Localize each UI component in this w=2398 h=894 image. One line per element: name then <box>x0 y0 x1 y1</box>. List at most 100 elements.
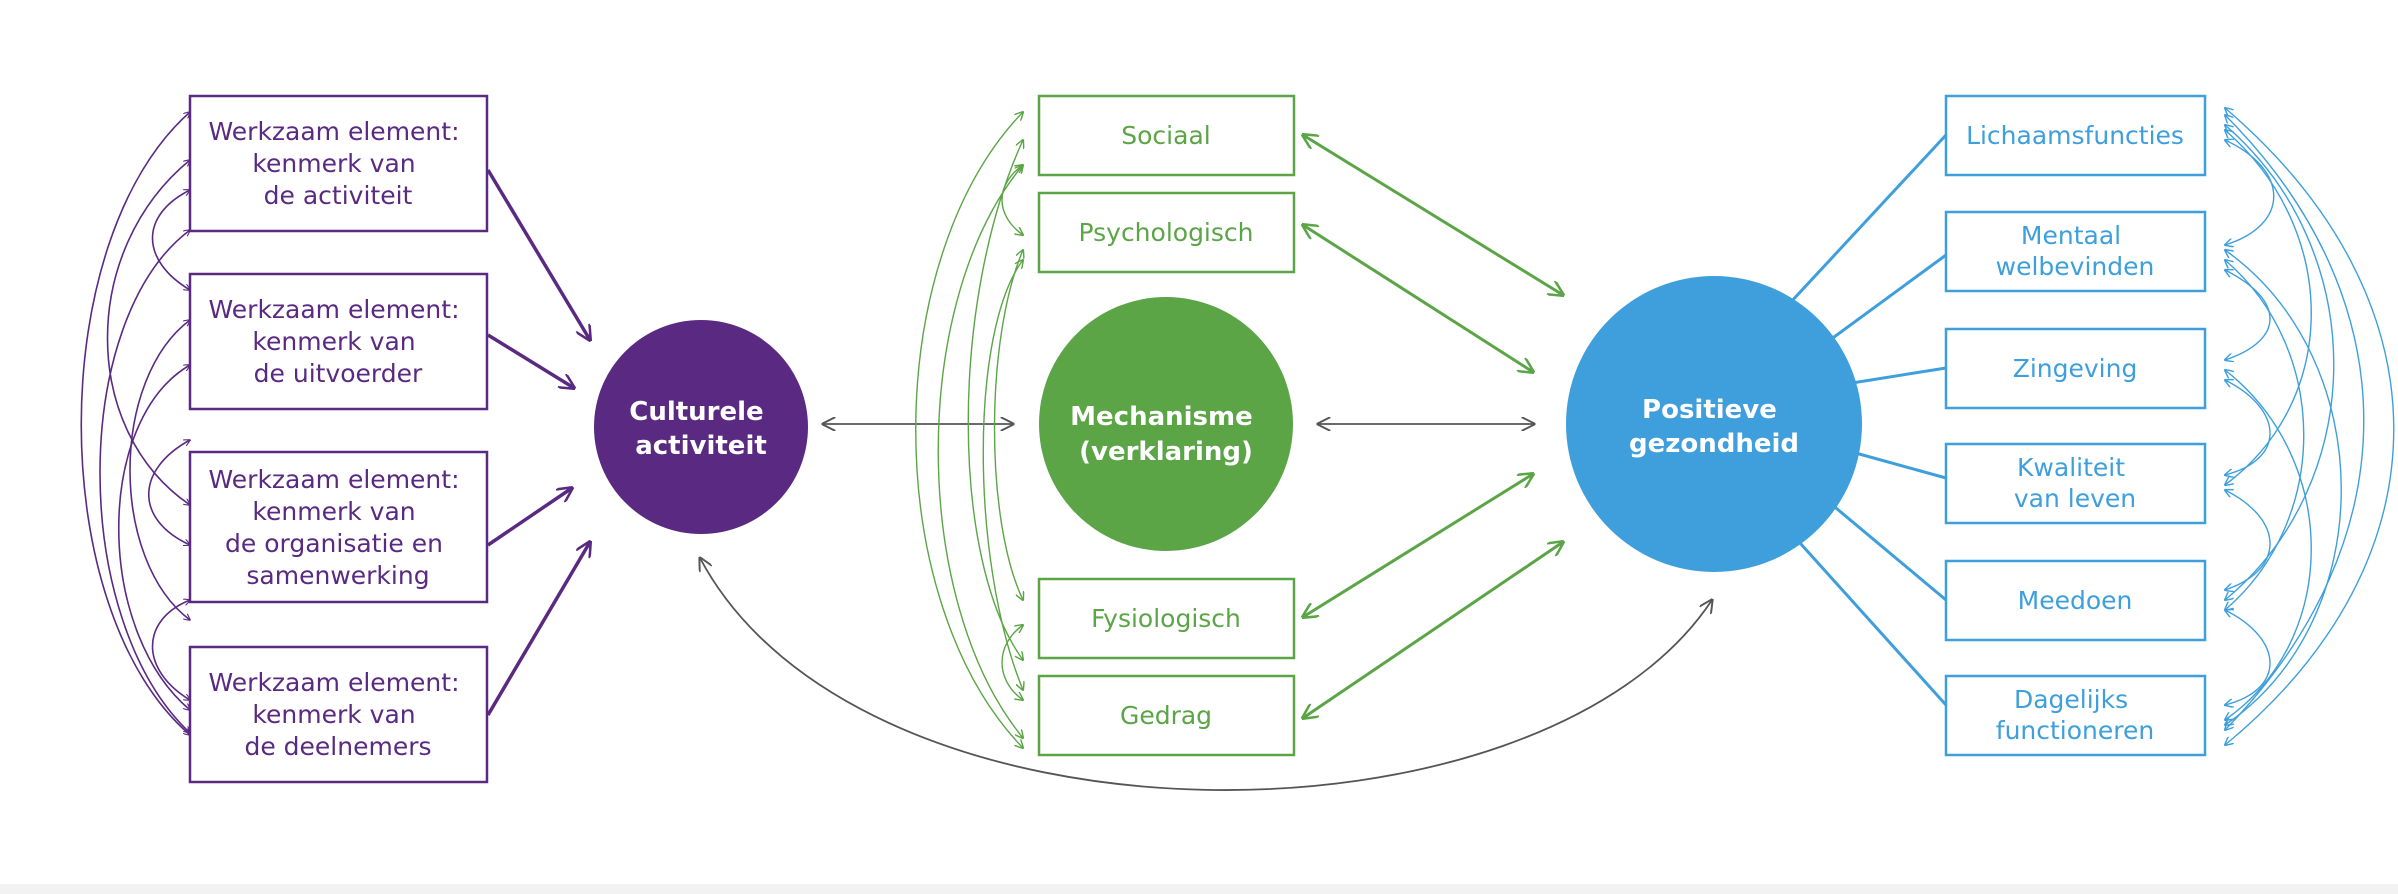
green-arc <box>915 112 1023 748</box>
left-arc <box>129 320 190 620</box>
arrow-activiteit-to-culture <box>486 169 590 340</box>
health-circle-line: Positieve <box>1642 395 1777 425</box>
health-box-mentaal <box>1944 210 2207 293</box>
blue-arc <box>2225 490 2271 590</box>
health-box-dagelijks <box>1944 674 2207 757</box>
element-label-line: kenmerk van <box>252 497 415 526</box>
blue-arc <box>2225 250 2342 725</box>
spoke-mentaal <box>1829 253 1947 342</box>
green-arc <box>937 165 1023 738</box>
culture-to-health-arc <box>700 558 1712 791</box>
blue-arc <box>2225 380 2271 475</box>
mechanism-circle-line: (verklaring) <box>1079 437 1253 467</box>
culture-circle-label: Culturele activiteit <box>629 397 773 461</box>
mechanism-label-line: Sociaal <box>1121 121 1210 150</box>
health-circle-line: gezondheid <box>1629 429 1799 459</box>
health-label: Lichaamsfuncties <box>1966 121 2184 150</box>
health-label: Meedoen <box>2018 586 2133 615</box>
mechanism-circle-label: Mechanisme (verklaring) <box>1070 402 1262 467</box>
health-box-meedoen <box>1944 559 2207 642</box>
mechanism-box-fysiologisch <box>1037 577 1296 660</box>
mechanism-box-sociaal <box>1037 94 1296 177</box>
spoke-meedoen <box>1829 501 1947 602</box>
blue-arc <box>2225 108 2395 745</box>
spoke-lichaamsfuncties <box>1788 133 1948 305</box>
element-label-line: Werkzaam element: <box>209 465 460 494</box>
spoke-kwaliteit <box>1851 450 1947 480</box>
element-label-line: Werkzaam element: <box>209 117 460 146</box>
green-feedback-arcs <box>915 112 1024 748</box>
health-label-line: Lichaamsfuncties <box>1966 121 2184 150</box>
arrow-gedrag-health <box>1303 542 1563 718</box>
health-label-line: Dagelijks <box>2014 685 2128 714</box>
mechanism-box-psychologisch <box>1037 191 1296 274</box>
bottom-strip <box>0 884 2398 894</box>
health-spokes <box>1788 133 1948 707</box>
green-arc <box>993 250 1024 600</box>
health-boxes: Lichaamsfuncties Mentaal welbevinden Zin… <box>1944 94 2207 757</box>
mechanism-label: Sociaal <box>1121 121 1210 150</box>
mechanism-box-gedrag <box>1037 674 1296 757</box>
element-label-line: Werkzaam element: <box>209 668 460 697</box>
element-label-line: kenmerk van <box>252 700 415 729</box>
arrow-sociaal-health <box>1303 135 1563 295</box>
left-arc <box>117 365 190 710</box>
health-label-line: van leven <box>2014 484 2136 513</box>
element-label-line: Werkzaam element: <box>209 295 460 324</box>
mechanism-label: Fysiologisch <box>1091 604 1241 633</box>
element-label: Werkzaam element: kenmerk van de deelnem… <box>209 668 468 761</box>
mechanism-label-line: Fysiologisch <box>1091 604 1241 633</box>
left-to-culture-arrows <box>486 169 590 716</box>
health-label: Mentaal welbevinden <box>1996 221 2155 281</box>
blue-arc <box>2225 130 2312 485</box>
culture-circle-line: Culturele <box>629 397 763 427</box>
element-label-line: kenmerk van <box>252 149 415 178</box>
element-label-line: de organisatie en <box>225 529 443 558</box>
blue-arc <box>2225 260 2305 610</box>
mechanism-circle-node: Mechanisme (verklaring) <box>1039 297 1293 551</box>
health-label: Zingeving <box>2013 354 2138 383</box>
arrow-fysiologisch-health <box>1303 474 1533 617</box>
arrow-uitvoerder-to-culture <box>487 333 574 388</box>
mechanism-label-line: Psychologisch <box>1078 218 1253 247</box>
left-arc <box>151 600 191 700</box>
culture-circle <box>594 320 808 534</box>
mechanism-to-health-arrows <box>1303 135 1563 718</box>
health-circle <box>1566 276 1862 572</box>
blue-arc <box>2225 115 2365 730</box>
left-arc <box>151 190 191 290</box>
mechanism-label: Gedrag <box>1120 701 1212 730</box>
health-label: Kwaliteit van leven <box>2014 453 2136 513</box>
health-label-line: Kwaliteit <box>2017 453 2125 482</box>
green-arc <box>1001 625 1023 700</box>
left-arc <box>80 112 190 735</box>
green-arc <box>967 140 1023 660</box>
element-label-line: samenwerking <box>246 561 429 590</box>
mechanism-label: Psychologisch <box>1078 218 1253 247</box>
blue-arc <box>2225 270 2271 360</box>
left-arc <box>106 160 191 505</box>
health-box-kwaliteit <box>1944 442 2207 525</box>
green-arc <box>1001 165 1023 235</box>
health-label: Dagelijks functioneren <box>1996 685 2154 745</box>
arrow-deelnemers-to-culture <box>486 542 590 716</box>
mechanism-circle-line: Mechanisme <box>1070 402 1253 432</box>
element-box-uitvoerder <box>188 272 489 411</box>
left-element-boxes: Werkzaam element: kenmerk van de activit… <box>188 94 489 784</box>
element-label-line: de activiteit <box>264 181 413 210</box>
left-arc <box>99 230 190 733</box>
element-box-activiteit <box>188 94 489 233</box>
culture-circle-line: activiteit <box>635 431 767 461</box>
mechanism-circle <box>1039 297 1293 551</box>
element-label: Werkzaam element: kenmerk van de activit… <box>209 117 468 210</box>
culture-circle-node: Culturele activiteit <box>594 320 808 534</box>
health-circle-node: Positieve gezondheid <box>1566 276 1862 572</box>
spoke-dagelijks <box>1798 541 1948 707</box>
health-label-line: welbevinden <box>1996 252 2155 281</box>
mechanism-label-line: Gedrag <box>1120 701 1212 730</box>
health-label-line: functioneren <box>1996 716 2154 745</box>
element-box-organisatie <box>188 450 489 604</box>
health-label-line: Mentaal <box>2021 221 2121 250</box>
health-box-zingeving <box>1944 327 2207 410</box>
